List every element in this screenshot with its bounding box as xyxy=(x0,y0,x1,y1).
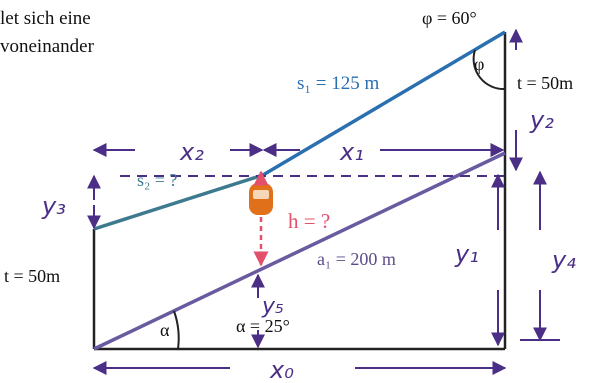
header-line-2: voneinander xyxy=(0,36,95,57)
phi-symbol-label: φ xyxy=(474,54,484,74)
t-right-label: t = 50m xyxy=(517,73,573,93)
header-line-1: let sich eine xyxy=(0,8,91,29)
gondola-cabin-icon xyxy=(249,175,273,215)
h-label: h = ? xyxy=(288,209,330,233)
s1-cable-line xyxy=(262,30,506,177)
alpha-symbol-label: α xyxy=(160,320,170,340)
s2-cable-line xyxy=(93,173,264,231)
x0-handwritten-label: x₀ xyxy=(269,356,294,383)
x2-handwritten-label: x₂ xyxy=(179,138,204,166)
phi-top-label: φ = 60° xyxy=(422,8,477,28)
phi-angle-arc xyxy=(472,49,506,91)
a1-cable-line xyxy=(93,151,506,351)
y2-handwritten-label: y₂ xyxy=(529,106,554,134)
t-left-label: t = 50m xyxy=(4,266,60,286)
y4-handwritten-label: y₄ xyxy=(551,246,576,274)
a1-label: a₁ = 200 m xyxy=(317,249,396,269)
s2-label: s₂ = ? xyxy=(137,170,177,190)
s1-label: s₁ = 125 m xyxy=(297,73,379,94)
y5-handwritten-label: y₅ xyxy=(261,294,284,319)
alpha-angle-arc xyxy=(173,310,180,350)
y1-handwritten-label: y₁ xyxy=(454,240,479,268)
y3-handwritten-label: y₃ xyxy=(41,192,66,220)
alpha-value-label: α = 25° xyxy=(236,316,290,336)
x1-handwritten-label: x₁ xyxy=(339,138,364,166)
